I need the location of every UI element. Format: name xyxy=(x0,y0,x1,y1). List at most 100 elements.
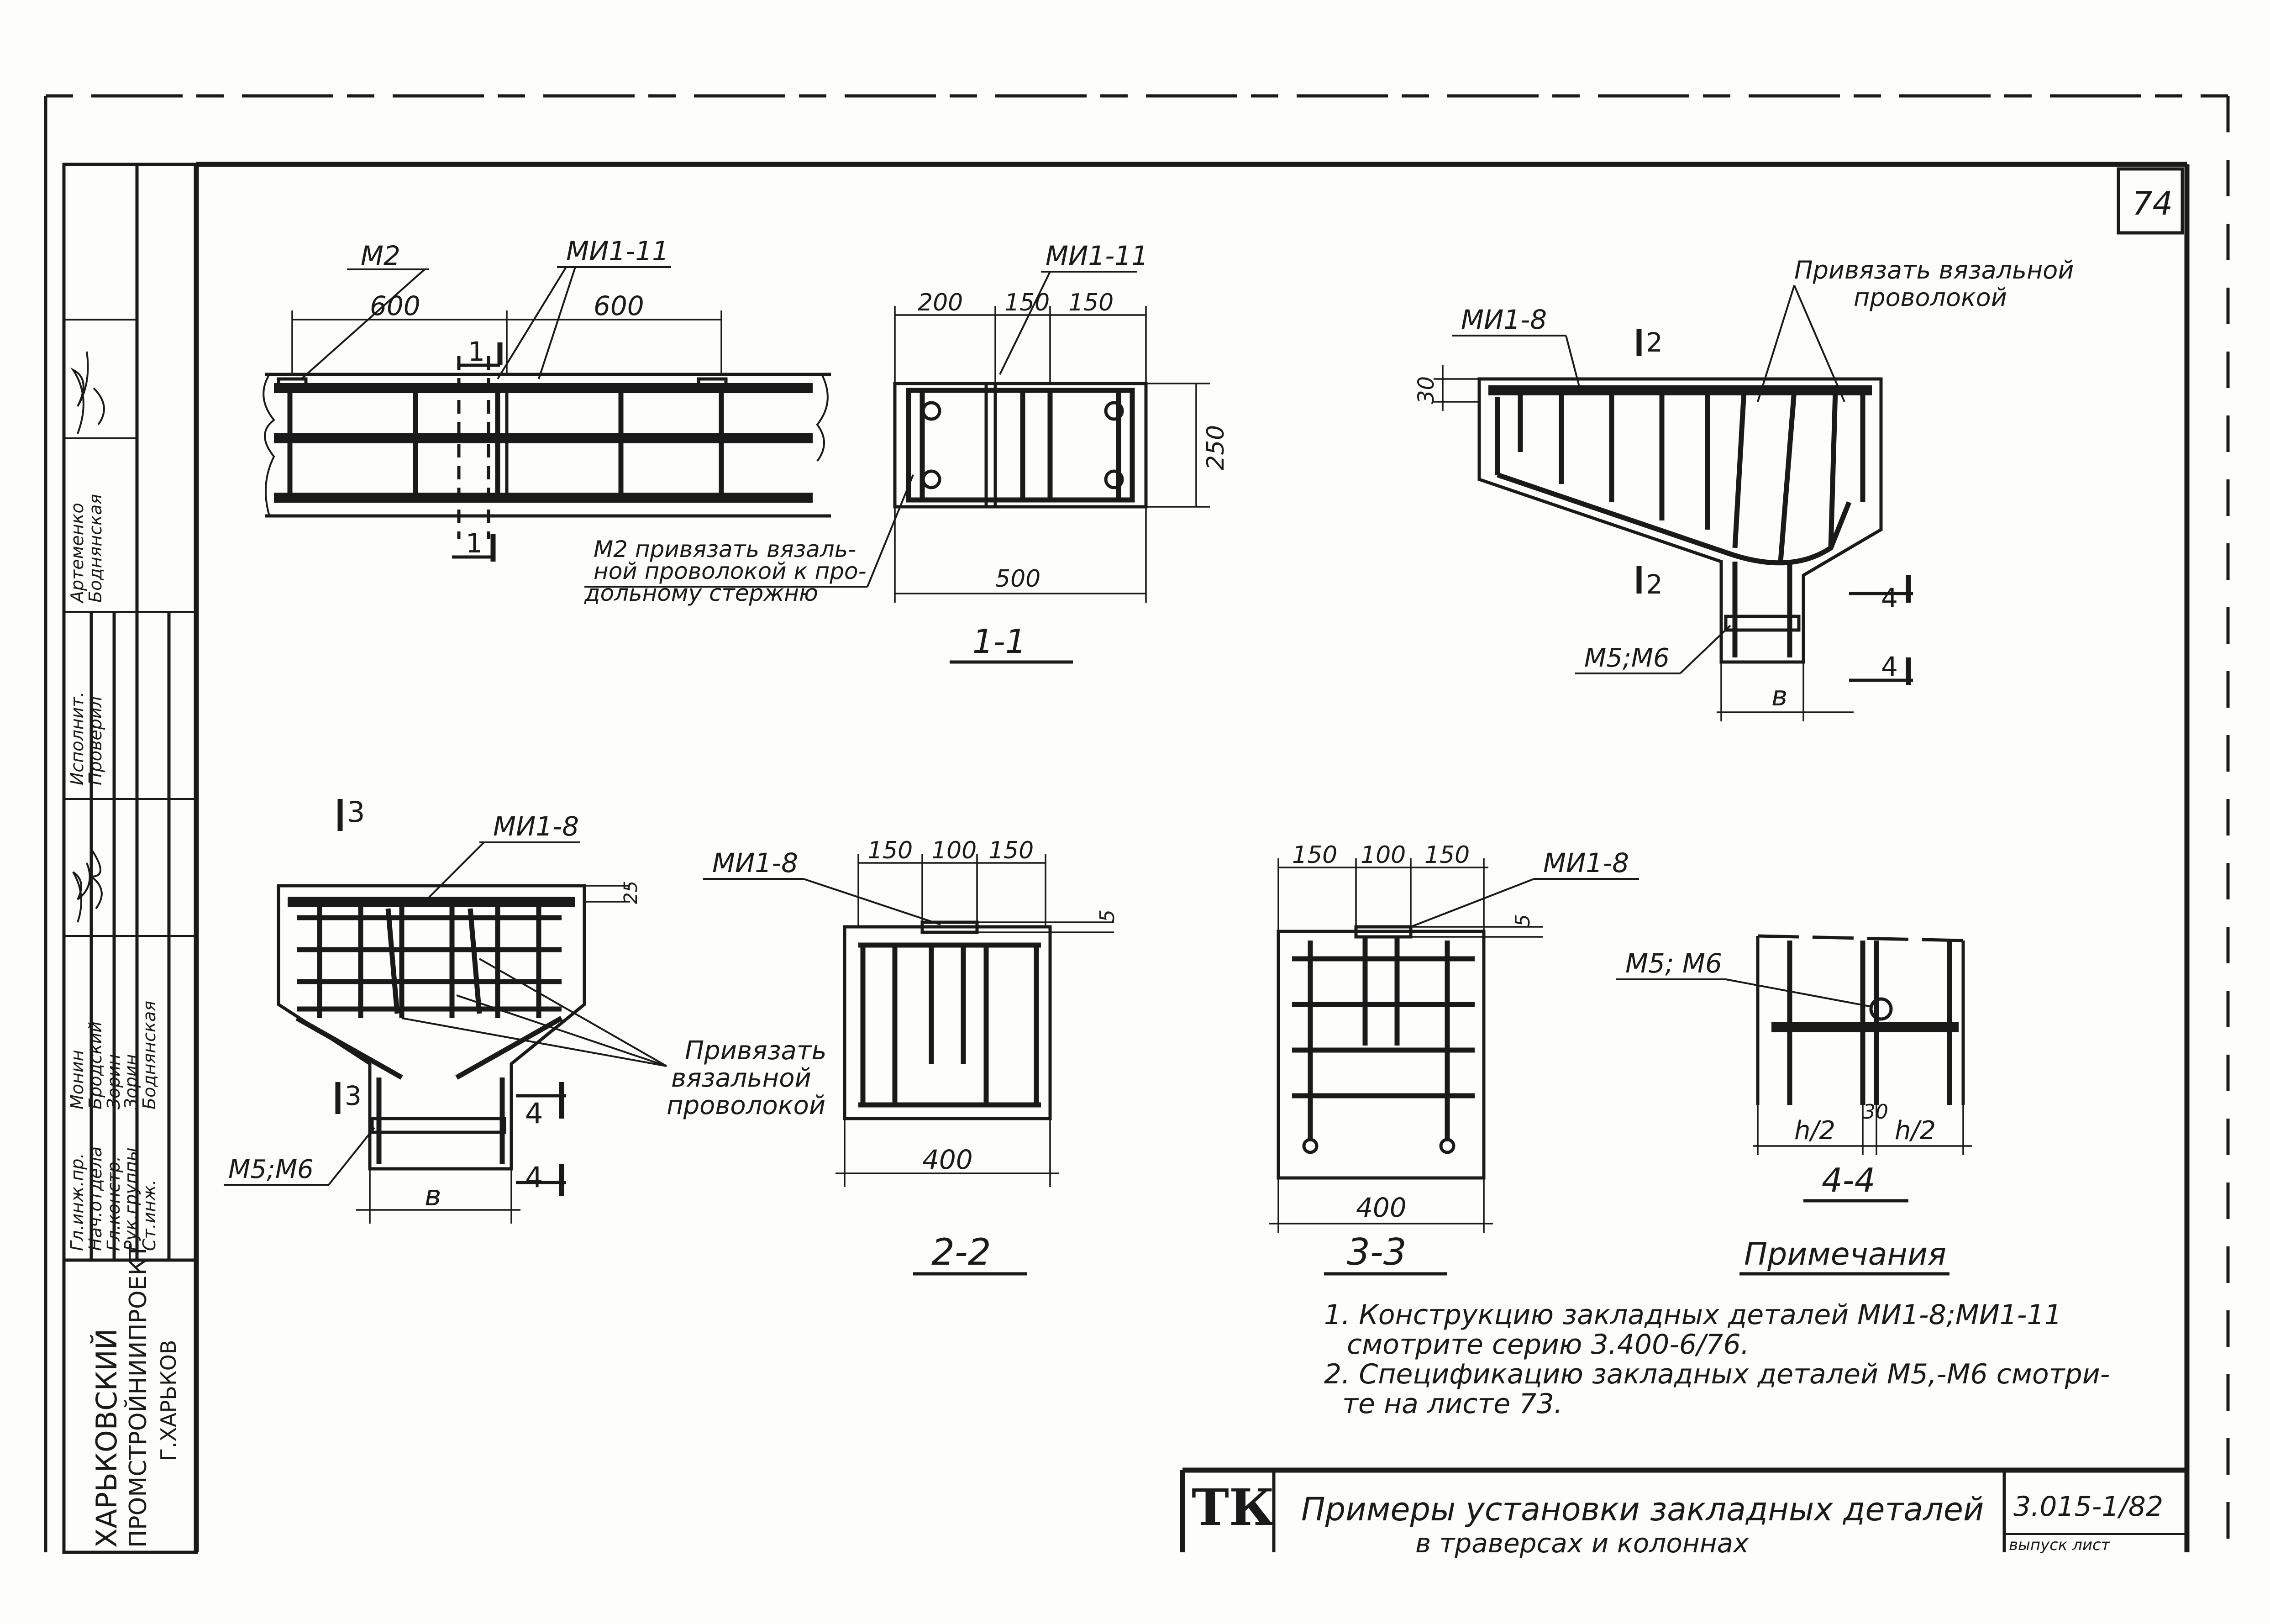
stamp-org-line1: ХАРЬКОВСКИЙ xyxy=(90,1329,123,1548)
sheet-number-box: 74 xyxy=(2117,167,2184,235)
view-bracket-elevation: МИ1-8 Привязать вязальной проволокой 30 … xyxy=(1413,256,2074,721)
column-section-4-bottom: 4 xyxy=(525,1161,543,1194)
notes-block: Примечания 1. Конструкцию закладных дета… xyxy=(1324,1236,2110,1420)
section-2-2-dim-100: 100 xyxy=(931,837,977,864)
section-3-3-dim-400: 400 xyxy=(1356,1192,1407,1223)
note-item-1: 1. Конструкцию закладных деталей МИ1-8;М… xyxy=(1324,1299,2062,1331)
column-section-3: 3 xyxy=(347,795,365,829)
bracket-section-2-bottom: 2 xyxy=(1646,569,1663,600)
section-1-1-dim-200: 200 xyxy=(918,289,963,316)
stamp-name-5: Боднянская xyxy=(139,1001,159,1109)
bracket-section-4-bottom: 4 xyxy=(1881,651,1898,682)
note-item-4: те на листе 73. xyxy=(1342,1388,1563,1420)
section-1-1-label: МИ1-11 xyxy=(1046,240,1148,271)
section-3-3-title: 3-3 xyxy=(1347,1231,1407,1273)
section-1-bottom: 1 xyxy=(466,528,483,559)
section-3-3-dim-100: 100 xyxy=(1361,841,1406,869)
label-mi1-11-top: МИ1-11 xyxy=(566,236,669,267)
section-1-1-dim-250: 250 xyxy=(1202,425,1230,470)
title-line1: Примеры установки закладных деталей xyxy=(1301,1491,1984,1528)
stamp-org-line2: ПРОМСТРОЙНИИПРОЕКТ xyxy=(124,1244,152,1548)
left-stamp: ХАРЬКОВСКИЙ ПРОМСТРОЙНИИПРОЕКТ Г.ХАРЬКОВ… xyxy=(62,163,198,1554)
stamp-role-2: Нач.отдела xyxy=(85,1146,105,1251)
section-1-1: МИ1-11 200 150 150 250 500 1-1 xyxy=(893,240,1230,664)
bracket-dim-30: 30 xyxy=(1413,376,1439,404)
column-dim-b: в xyxy=(425,1179,441,1212)
bracket-note-line1: Привязать вязальной xyxy=(1794,256,2074,284)
view-beam-elevation: 600 600 М2 МИ1-11 1 1 М2 привязать вязал… xyxy=(263,236,914,606)
title-line2: в траверсах и колоннах xyxy=(1415,1528,1749,1559)
section-1-1-dim-150b: 150 xyxy=(1068,289,1114,316)
section-1-top: 1 xyxy=(468,336,485,367)
stamp-role-3: Гл.констр. xyxy=(104,1156,124,1251)
note-m2-line1: М2 привязать вязаль- xyxy=(594,536,856,562)
column-dim-25: 25 xyxy=(620,881,641,904)
section-2-2-dim-400: 400 xyxy=(922,1144,973,1175)
stamp-role2-2: Проверил xyxy=(85,696,105,785)
title-block: ТК Примеры установки закладных деталей в… xyxy=(1180,1467,2187,1559)
stamp-role-5: Ст.инж. xyxy=(139,1179,159,1251)
section-4-4-dim-h1: h/2 xyxy=(1794,1116,1835,1146)
column-note-line1: Привязать xyxy=(685,1036,826,1066)
section-1-1-dim-500: 500 xyxy=(995,565,1040,593)
stamp-name2-1: Артеменко xyxy=(67,503,87,604)
section-2-2-label: МИ1-8 xyxy=(712,847,798,878)
stamp-org-line3: Г.ХАРЬКОВ xyxy=(156,1340,181,1461)
section-2-2-title: 2-2 xyxy=(931,1231,991,1273)
column-label-m5m6: М5;М6 xyxy=(228,1155,314,1184)
stamp-name-3: Зорин xyxy=(104,1054,124,1109)
stamp-name-2: Бродский xyxy=(85,1021,105,1109)
note-item-3: 2. Спецификацию закладных деталей М5,-М6… xyxy=(1324,1358,2110,1390)
column-section-4-top: 4 xyxy=(525,1097,543,1130)
title-logo: ТК xyxy=(1192,1478,1275,1537)
bracket-label-m5m6: М5;М6 xyxy=(1584,643,1670,673)
signature-1 xyxy=(72,848,103,923)
column-note-line3: проволокой xyxy=(667,1091,825,1120)
section-4-4-dim-h2: h/2 xyxy=(1895,1116,1936,1146)
bracket-section-4-top: 4 xyxy=(1881,583,1898,614)
column-section-3-b: 3 xyxy=(345,1080,362,1111)
section-2-2-dim-150b: 150 xyxy=(988,837,1034,864)
view-column-bracket: 3 3 МИ1-8 25 Привязать вязальной проволо… xyxy=(224,795,826,1224)
note-m2-line3: дольному стержню xyxy=(584,580,818,606)
section-3-3-dim-5: 5 xyxy=(1511,914,1534,927)
section-4-4-title: 4-4 xyxy=(1822,1161,1876,1199)
bracket-note-line2: проволокой xyxy=(1854,283,2007,312)
section-1-1-title: 1-1 xyxy=(972,622,1026,661)
title-series: 3.015-1/82 xyxy=(2013,1491,2163,1523)
stamp-role-4: Рук.группы xyxy=(121,1147,141,1251)
column-rebar-grid xyxy=(295,902,563,1080)
section-4-4: М5; М6 h/2 30 h/2 4-4 xyxy=(1616,934,1972,1203)
dim-600-right: 600 xyxy=(594,290,644,321)
section-4-4-label: М5; М6 xyxy=(1625,948,1722,979)
stamp-name-4: Зорин xyxy=(121,1054,141,1109)
bracket-stirrups xyxy=(1518,390,1865,562)
note-m2-line2: ной проволокой к про- xyxy=(594,558,867,584)
note-item-2: смотрите серию 3.400-6/76. xyxy=(1347,1329,1750,1361)
stamp-name-1: Монин xyxy=(67,1050,87,1109)
section-3-3: МИ1-8 150 100 150 5 400 3-3 xyxy=(1269,841,1639,1276)
sheet-number: 74 xyxy=(2132,185,2173,222)
stamp-role-1: Гл.инж.пр. xyxy=(67,1153,87,1251)
bracket-section-2-top: 2 xyxy=(1646,327,1663,358)
column-label-mi1-8: МИ1-8 xyxy=(493,811,579,842)
bracket-dim-b: в xyxy=(1771,680,1787,712)
stamp-role2-1: Исполнит. xyxy=(67,692,87,785)
section-3-3-label: МИ1-8 xyxy=(1543,847,1629,878)
section-2-2: МИ1-8 150 100 150 5 400 2-2 xyxy=(703,837,1119,1276)
title-issue-label: выпуск лист xyxy=(2009,1536,2111,1554)
section-1-1-dim-150a: 150 xyxy=(1004,289,1050,316)
section-3-3-dim-150a: 150 xyxy=(1292,841,1337,869)
bracket-label-mi1-8: МИ1-8 xyxy=(1461,304,1547,335)
section-2-2-dim-5: 5 xyxy=(1096,909,1119,922)
section-3-3-dim-150b: 150 xyxy=(1424,841,1470,869)
section-2-2-dim-150a: 150 xyxy=(867,837,913,864)
signature-2 xyxy=(70,351,105,434)
section-4-4-dim-30: 30 xyxy=(1863,1100,1888,1124)
stamp-name2-2: Боднянская xyxy=(85,494,105,603)
stirrups xyxy=(287,388,724,498)
column-note-line2: вязальной xyxy=(671,1063,811,1093)
notes-heading: Примечания xyxy=(1744,1236,1946,1272)
